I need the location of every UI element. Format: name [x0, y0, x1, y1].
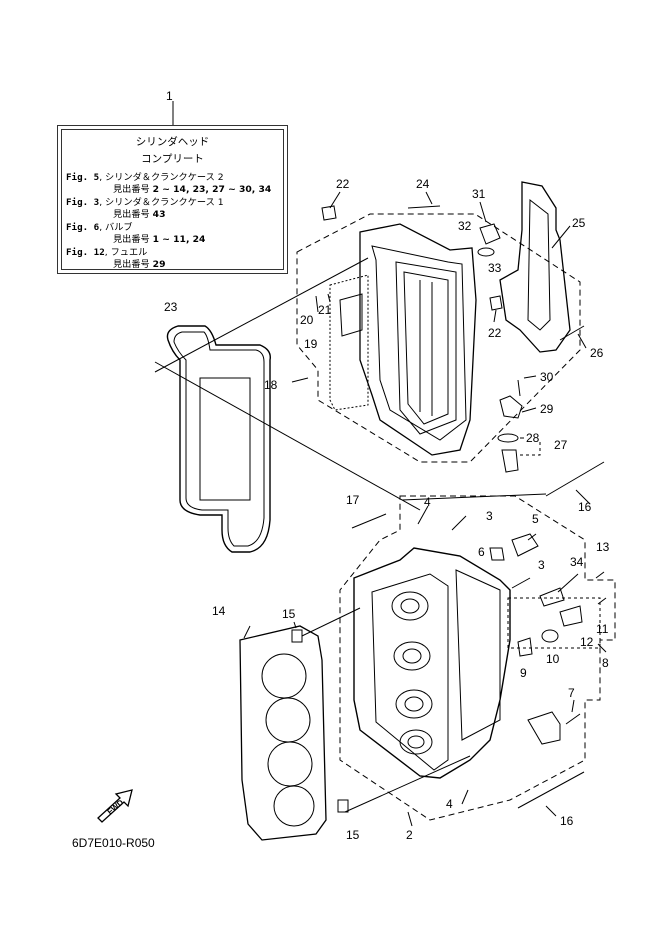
legend-title-line2: コンプリート [141, 153, 204, 165]
callout: 6 [478, 545, 485, 559]
callout: 24 [416, 177, 430, 191]
callout: 15 [282, 607, 296, 621]
callout: 1 [166, 89, 173, 103]
callout: 28 [526, 431, 540, 445]
fwd-label: FWD [105, 798, 125, 817]
callout: 7 [568, 686, 575, 700]
callout: 3 [538, 558, 545, 572]
callout: 32 [458, 219, 472, 233]
legend-row: Fig. 5, シリンダ＆クランクケース 2 [66, 172, 224, 183]
legend-title-line1: シリンダヘッド [135, 136, 210, 148]
callout: 22 [336, 177, 350, 191]
callout: 10 [546, 652, 560, 666]
callout: 34 [570, 555, 584, 569]
legend-row: Fig. 6, バルブ [66, 222, 133, 233]
legend-row-sub: 見出番号 2 ~ 14, 23, 27 ~ 30, 34 [113, 184, 272, 195]
legend-row-sub: 見出番号 29 [113, 259, 166, 270]
callout: 12 [580, 635, 594, 649]
callout: 13 [596, 540, 610, 554]
callout: 19 [304, 337, 318, 351]
drawing-code: 6D7E010-R050 [72, 836, 155, 850]
callout: 11 [596, 622, 609, 636]
callout: 9 [520, 666, 527, 680]
callout: 15 [346, 828, 360, 842]
callout-labels: 22 24 31 32 25 33 22 26 20 21 19 23 18 3… [105, 89, 609, 842]
callout: 21 [318, 303, 332, 317]
callout: 29 [540, 402, 554, 416]
callout: 4 [424, 495, 431, 509]
cover-group-outline [296, 213, 581, 463]
callout: 2 [406, 828, 413, 842]
callout: 16 [578, 500, 592, 514]
callout: 33 [488, 261, 502, 275]
callout: 22 [488, 326, 502, 340]
head-group-outline [339, 495, 616, 821]
callout: 18 [264, 378, 278, 392]
callout: 30 [540, 370, 554, 384]
callout: 5 [532, 512, 539, 526]
callout: 31 [472, 187, 486, 201]
callout: 14 [212, 604, 226, 618]
callout: 25 [572, 216, 586, 230]
callout: 3 [486, 509, 493, 523]
legend-row-sub: 見出番号 1 ~ 11, 24 [113, 234, 206, 245]
callout: 4 [446, 797, 453, 811]
legend-row: Fig. 3, シリンダ＆クランクケース 1 [66, 197, 224, 208]
callout: 23 [164, 300, 178, 314]
callout: 26 [590, 346, 604, 360]
callout: 27 [554, 438, 568, 452]
callout: 17 [346, 493, 360, 507]
reference-legend: シリンダヘッド コンプリート Fig. 5, シリンダ＆クランクケース 2 見出… [57, 125, 288, 274]
callout: 20 [300, 313, 314, 327]
callout: 16 [560, 814, 574, 828]
legend-row-sub: 見出番号 43 [113, 209, 166, 220]
callout: 8 [602, 656, 609, 670]
legend-row: Fig. 12, フュエル [66, 247, 148, 258]
